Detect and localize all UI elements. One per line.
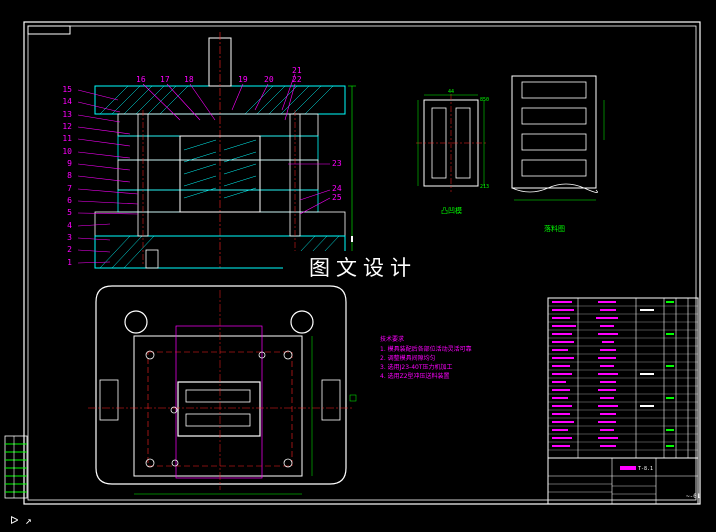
blanking-layout-view xyxy=(511,75,605,201)
tech-req-title: 技术要求 xyxy=(380,335,404,343)
punch-dim-top: 44 xyxy=(448,89,454,95)
callout-22: 22 xyxy=(292,75,302,84)
callout-1: 1 xyxy=(67,258,72,267)
callout-4: 4 xyxy=(67,221,72,230)
callout-23: 23 xyxy=(332,159,342,168)
callout-25: 25 xyxy=(332,193,342,202)
callout-7: 7 xyxy=(67,184,72,193)
callout-21: 21 xyxy=(292,66,302,75)
punch-die-view xyxy=(416,94,486,192)
callout-3: 3 xyxy=(67,233,72,242)
corner-mark: ᐅ ↗ xyxy=(10,514,32,527)
callout-24: 24 xyxy=(332,184,342,193)
callout-16: 16 xyxy=(136,75,146,84)
title-block-scale: T-8.1 xyxy=(638,466,653,472)
corner-tag-box xyxy=(27,25,71,35)
callout-17: 17 xyxy=(160,75,170,84)
callout-18: 18 xyxy=(184,75,194,84)
callout-10: 10 xyxy=(62,147,72,156)
title-block xyxy=(547,457,699,505)
tech-req-item-2: 2. 调整模具间隙均匀 xyxy=(380,354,436,362)
callout-11: 11 xyxy=(62,134,72,143)
callout-2: 2 xyxy=(67,245,72,254)
callout-20: 20 xyxy=(264,75,274,84)
callout-9: 9 xyxy=(67,159,72,168)
side-title-strip xyxy=(4,435,28,499)
section-view xyxy=(77,32,356,270)
blanking-layout-caption: 落料图 xyxy=(544,224,565,233)
tech-req-item-4: 4. 选用Z2型冲压送料装置 xyxy=(380,372,450,380)
callout-6: 6 xyxy=(67,196,72,205)
callout-8: 8 xyxy=(67,171,72,180)
tech-req-item-1: 1. 模具装配后各部位活动灵活可靠 xyxy=(380,345,472,353)
callout-14: 14 xyxy=(62,97,72,106)
callout-13: 13 xyxy=(62,110,72,119)
parts-list-table xyxy=(547,297,699,459)
plan-view xyxy=(88,285,357,495)
punch-die-caption: 凸凹模 xyxy=(441,206,462,215)
drawing-number: ~-01 xyxy=(686,493,701,500)
section-callouts: 15 14 13 12 11 10 9 8 7 6 5 4 3 2 1 16 1… xyxy=(62,66,341,267)
drawing-inner-frame xyxy=(27,25,697,501)
tech-requirements: 技术要求 1. 模具装配后各部位活动灵活可靠 2. 调整模具间隙均匀 3. 选用… xyxy=(380,335,472,380)
callout-15: 15 xyxy=(62,85,72,94)
punch-dim-right: 850 xyxy=(480,97,489,103)
punch-dim-bottom: 213 xyxy=(480,184,489,190)
callout-19: 19 xyxy=(238,75,248,84)
drawing-outer-frame xyxy=(23,21,701,505)
callout-5: 5 xyxy=(67,208,72,217)
part-view-labels: 44 850 213 xyxy=(448,89,489,190)
tech-req-item-3: 3. 选用J23-40T压力机加工 xyxy=(380,363,453,371)
watermark-label: 图文设计 xyxy=(283,251,443,285)
callout-12: 12 xyxy=(62,122,72,131)
